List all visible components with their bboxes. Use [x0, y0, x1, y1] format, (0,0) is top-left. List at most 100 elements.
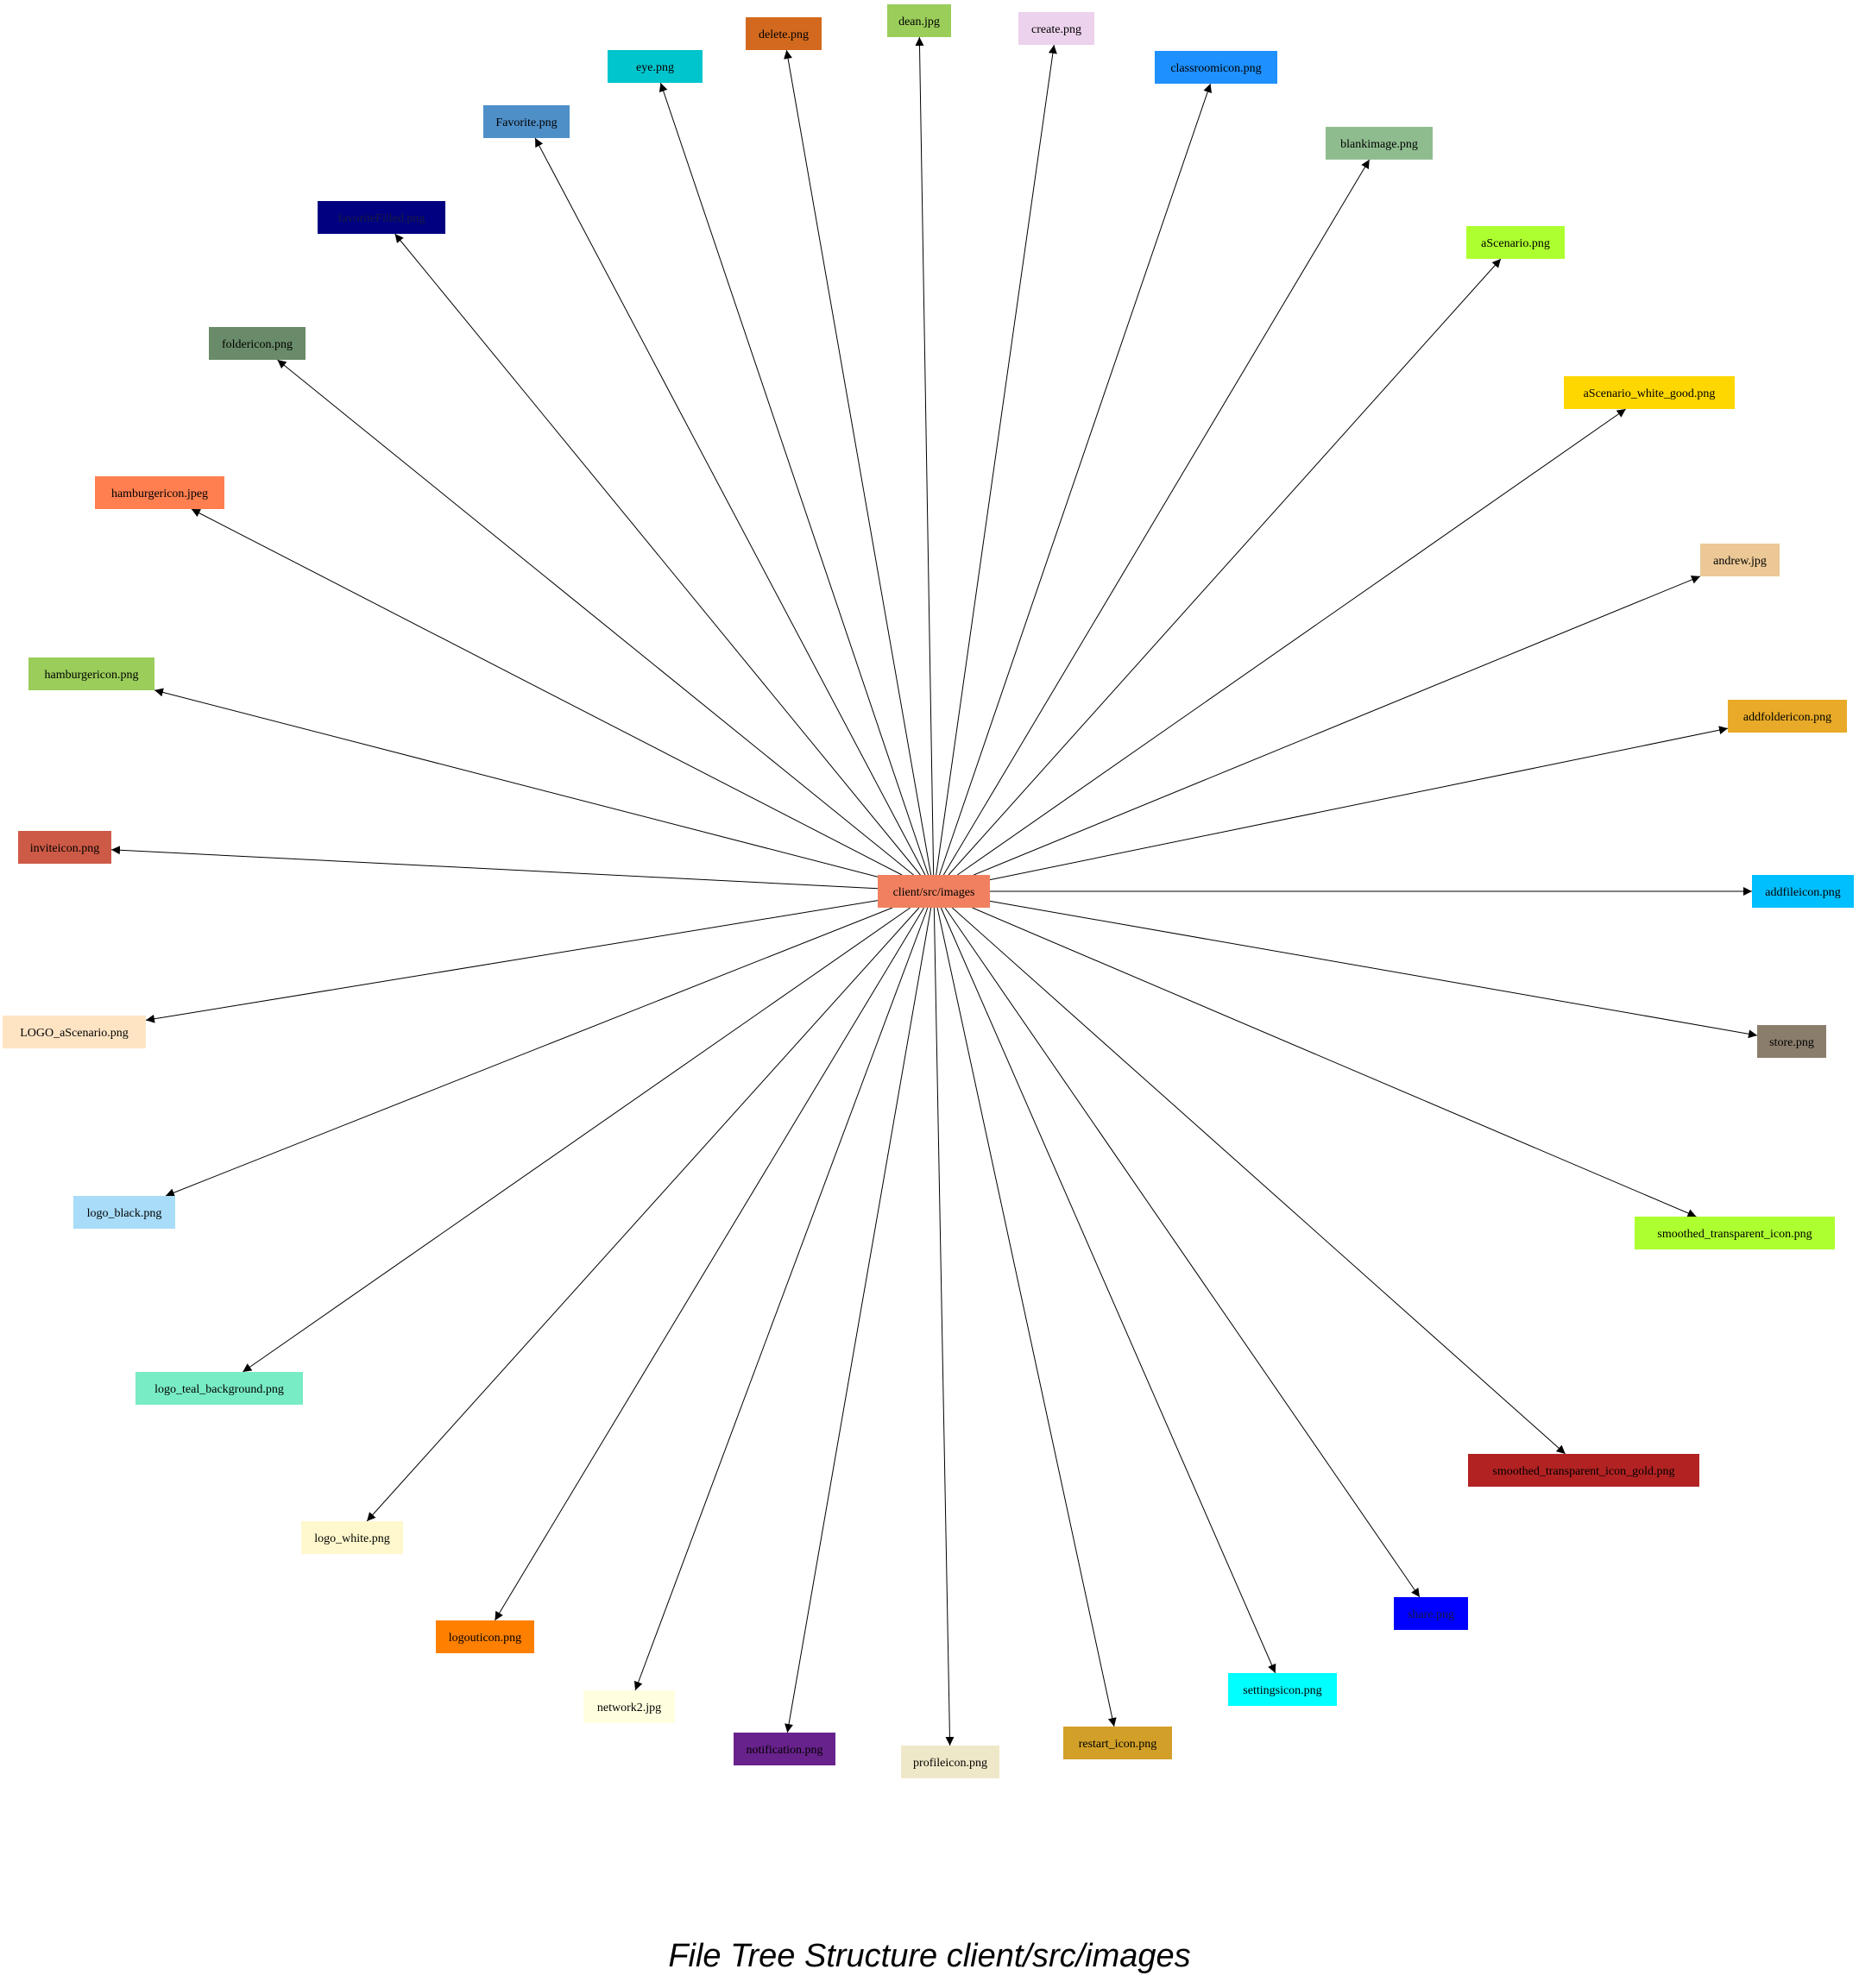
file-node: hamburgericon.jpeg — [95, 476, 224, 509]
file-node-box — [1752, 875, 1854, 908]
edge-logo_teal_background.png — [243, 907, 911, 1373]
edge-LOGO_aScenario.png — [145, 900, 879, 1023]
edge-restart_icon.png — [936, 907, 1117, 1727]
file-node: addfoldericon.png — [1728, 700, 1847, 733]
nodes-layer: client/src/images delete.png dean.jpg creat… — [3, 4, 1854, 1778]
file-node-label: blankimage.png — [1340, 138, 1418, 151]
edge-hamburgericon.jpeg — [191, 508, 903, 876]
file-node-box — [209, 327, 306, 360]
file-node-label: logouticon.png — [449, 1632, 521, 1645]
edge-favoriteFilled.png — [394, 233, 921, 876]
root-node-label: client/src/images — [893, 886, 975, 899]
file-node-label: favoriteFilled.png — [338, 212, 425, 225]
edge-network2.jpg — [633, 907, 929, 1691]
edge-andrew.jpg — [974, 576, 1701, 876]
file-node: smoothed_transparent_icon.png — [1635, 1217, 1835, 1249]
file-node-box — [318, 201, 445, 234]
file-node-label: smoothed_transparent_icon.png — [1657, 1228, 1812, 1241]
edges-layer — [110, 36, 1758, 1746]
edge-eye.png — [659, 82, 930, 876]
file-node: notification.png — [734, 1733, 835, 1765]
file-node: eye.png — [608, 50, 703, 83]
file-node-box — [1466, 226, 1565, 259]
file-node-box — [734, 1733, 835, 1765]
file-node-box — [73, 1196, 175, 1229]
file-node: LOGO_aScenario.png — [3, 1016, 146, 1048]
edge-share.png — [944, 907, 1421, 1598]
file-node: hamburgericon.png — [28, 657, 154, 690]
file-node: share.png — [1394, 1597, 1468, 1630]
file-node-label: network2.jpg — [597, 1702, 661, 1714]
edge-logo_white.png — [366, 907, 920, 1522]
file-node-label: logo_teal_background.png — [154, 1383, 284, 1396]
file-node-label: store.png — [1769, 1036, 1814, 1049]
edge-logo_black.png — [165, 907, 893, 1197]
file-node-label: addfoldericon.png — [1743, 711, 1831, 724]
file-node-label: logo_black.png — [87, 1207, 162, 1220]
file-node-label: smoothed_transparent_icon_gold.png — [1492, 1465, 1674, 1478]
file-node: dean.jpg — [887, 4, 951, 37]
file-node-box — [1635, 1217, 1835, 1249]
edge-inviteicon.png — [110, 846, 879, 890]
file-node: profileicon.png — [901, 1746, 999, 1778]
file-node: inviteicon.png — [18, 831, 111, 864]
file-node: Favorite.png — [483, 105, 570, 138]
file-node-label: delete.png — [759, 28, 809, 41]
file-node-label: restart_icon.png — [1079, 1738, 1157, 1751]
file-node-box — [28, 657, 154, 690]
file-node: favoriteFilled.png — [318, 201, 445, 234]
edge-smoothed_transparent_icon_gold.png — [951, 907, 1566, 1455]
file-node: restart_icon.png — [1063, 1727, 1172, 1759]
file-node: logouticon.png — [436, 1620, 534, 1653]
file-node-label: foldericon.png — [222, 338, 293, 351]
file-node: logo_black.png — [73, 1196, 175, 1229]
file-node-label: LOGO_aScenario.png — [20, 1027, 129, 1040]
file-node-box — [1018, 12, 1094, 45]
edge-notification.png — [785, 907, 932, 1733]
file-node-box — [483, 105, 570, 138]
file-node-box — [95, 476, 224, 509]
file-node-box — [1757, 1025, 1826, 1058]
file-node-label: classroomicon.png — [1170, 62, 1261, 75]
file-node: delete.png — [746, 17, 822, 50]
file-node: addfileicon.png — [1752, 875, 1854, 908]
file-node: store.png — [1757, 1025, 1826, 1058]
file-node-box — [1326, 127, 1433, 160]
file-node-label: create.png — [1031, 23, 1081, 36]
file-node-label: profileicon.png — [913, 1757, 987, 1770]
file-node-box — [608, 50, 703, 83]
file-node-box — [1564, 376, 1735, 409]
file-node-label: aScenario.png — [1481, 237, 1550, 250]
file-node-label: hamburgericon.jpeg — [111, 488, 208, 500]
edge-logouticon.png — [495, 907, 924, 1621]
file-node-label: logo_white.png — [314, 1532, 390, 1545]
edge-delete.png — [784, 49, 932, 876]
diagram-title: File Tree Structure client/src/images — [668, 1938, 1191, 1974]
file-node-label: addfileicon.png — [1765, 886, 1840, 899]
file-node-label: hamburgericon.png — [45, 669, 139, 682]
file-node-label: aScenario_white_good.png — [1584, 387, 1716, 400]
file-node: create.png — [1018, 12, 1094, 45]
edge-settingsicon.png — [940, 907, 1276, 1674]
edge-dean.jpg — [915, 36, 935, 876]
root-node: client/src/images — [878, 875, 990, 908]
file-node-box — [301, 1521, 403, 1554]
file-node: blankimage.png — [1326, 127, 1433, 160]
root-node-box — [878, 875, 990, 908]
edge-create.png — [936, 44, 1057, 876]
edge-blankimage.png — [942, 159, 1371, 876]
edge-aScenario.png — [948, 258, 1502, 876]
file-node-box — [901, 1746, 999, 1778]
edge-classroomicon.png — [939, 83, 1212, 876]
file-node: settingsicon.png — [1228, 1673, 1337, 1706]
file-node-label: notification.png — [746, 1744, 822, 1757]
file-node-label: share.png — [1408, 1608, 1454, 1621]
file-node-box — [746, 17, 822, 50]
file-node-box — [3, 1016, 146, 1048]
file-node-box — [583, 1690, 675, 1723]
file-node: classroomicon.png — [1155, 51, 1277, 84]
file-node-box — [1155, 51, 1277, 84]
file-node-box — [887, 4, 951, 37]
file-node-box — [1728, 700, 1847, 733]
edge-aScenario_white_good.png — [956, 408, 1627, 876]
